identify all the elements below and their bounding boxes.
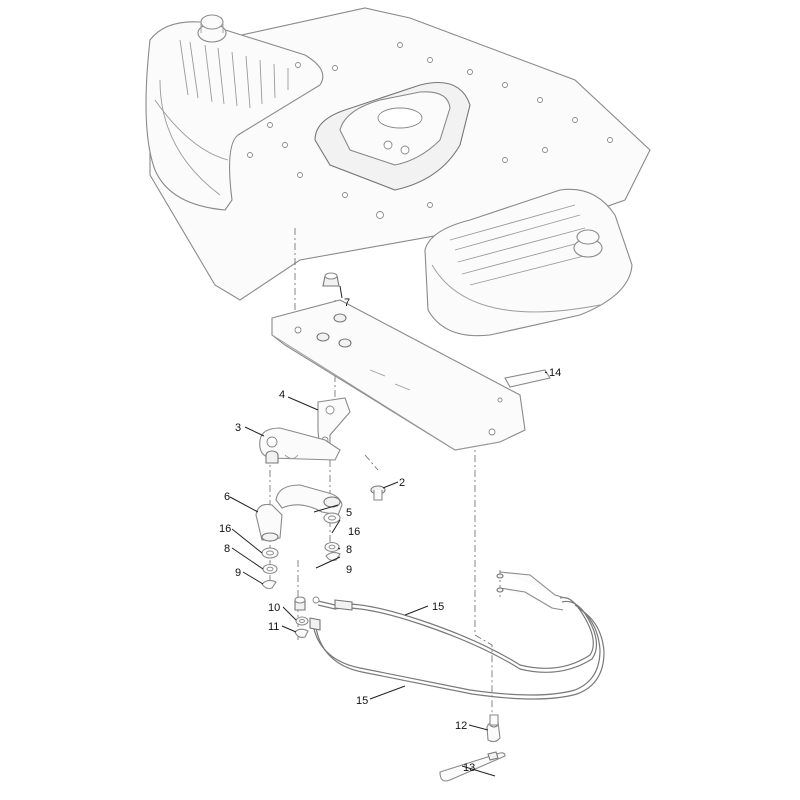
arm-5 (275, 484, 343, 516)
callout-2: 2 (399, 477, 405, 489)
flange-nut (316, 272, 352, 348)
fender-vents (179, 39, 289, 109)
callout-8-right: 8 (346, 544, 352, 556)
callout-15-upper: 15 (432, 601, 444, 613)
callout-7: 7 (344, 297, 350, 309)
control-cable-15 (309, 571, 605, 700)
washer-10 (295, 616, 309, 626)
leader-lines (229, 285, 548, 777)
fender-decal (449, 204, 593, 286)
callout-11: 11 (268, 621, 279, 633)
washer-16 (261, 512, 341, 559)
callout-12: 12 (455, 720, 467, 732)
cable-tie-13 (439, 751, 506, 782)
spacer-10 (294, 596, 306, 611)
callout-8-left: 8 (224, 543, 230, 555)
left-fender (145, 21, 324, 211)
bracket-6 (255, 503, 283, 542)
callout-5: 5 (346, 507, 352, 519)
console-top (339, 91, 451, 166)
callout-15-lower: 15 (356, 695, 368, 707)
callout-16-left: 16 (219, 523, 231, 535)
mounting-plate (271, 299, 526, 451)
callout-16-right: 16 (348, 526, 360, 538)
mower-deck-assembly (145, 7, 651, 337)
callout-13: 13 (463, 762, 475, 774)
callout-4: 4 (279, 389, 285, 401)
callout-9-left: 9 (235, 567, 241, 579)
callout-6: 6 (224, 491, 230, 503)
decal (504, 369, 551, 388)
lever-3 (259, 427, 341, 464)
callout-3: 3 (235, 422, 241, 434)
callout-14: 14 (549, 367, 561, 379)
deck-holes (247, 42, 613, 219)
cable-clamp-12 (486, 714, 501, 743)
clip-11 (294, 628, 309, 638)
callout-10: 10 (268, 602, 280, 614)
fuel-cap-left (197, 14, 227, 43)
callout-labels: 7 14 4 3 2 5 6 16 16 8 8 9 9 10 11 15 15… (219, 297, 561, 774)
bolt-2 (370, 485, 386, 501)
right-fender (424, 188, 633, 337)
callout-9-right: 9 (346, 564, 352, 576)
fuel-cap-right (573, 229, 603, 258)
